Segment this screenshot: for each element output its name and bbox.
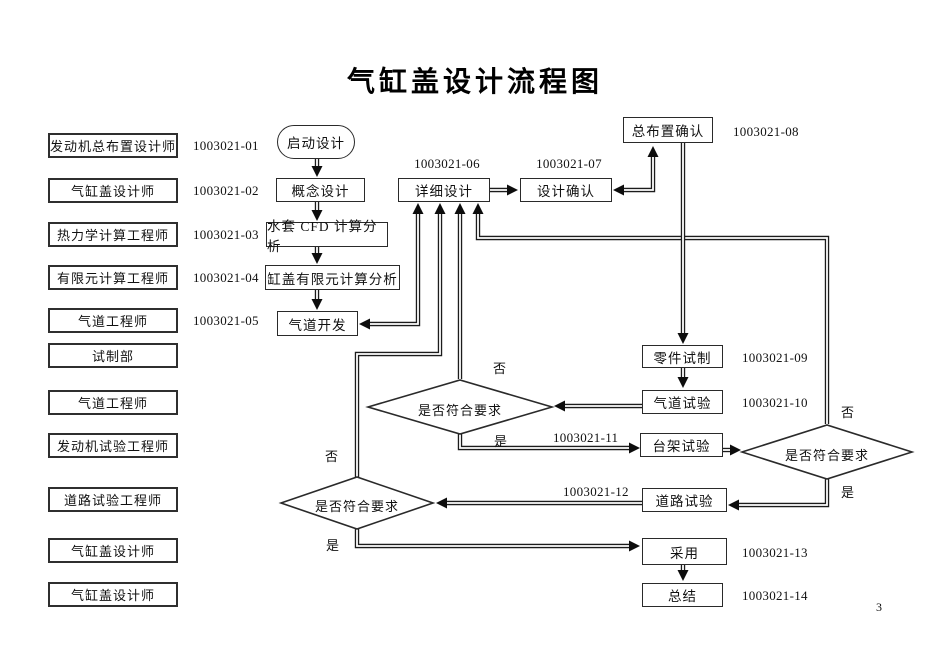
role-box: 气缸盖设计师 xyxy=(48,582,178,607)
page-number: 3 xyxy=(876,600,882,614)
role-box: 气缸盖设计师 xyxy=(48,178,178,203)
node-detailed-design: 详细设计 xyxy=(398,178,490,202)
port-decision-label: 是否符合要求 xyxy=(417,403,502,418)
code-road-test: 1003021-12 xyxy=(563,484,629,499)
connector-benchdecision-yes-to-roadtest xyxy=(738,479,830,508)
connector-benchdecision-yes-to-roadtest xyxy=(738,479,828,506)
node-summary: 总结 xyxy=(642,583,723,607)
role-box: 气缸盖设计师 xyxy=(48,538,178,563)
connector-portdev-detail xyxy=(368,213,419,325)
code-detailed-design: 1003021-06 xyxy=(414,156,480,171)
role-box: 有限元计算工程师 xyxy=(48,265,178,290)
port-no-label: 否 xyxy=(493,361,507,376)
bench-no-label: 否 xyxy=(841,405,855,420)
node-part-prototype: 零件试制 xyxy=(642,345,723,368)
connector-portdecision-yes-to-benchtest xyxy=(459,434,630,449)
connector-roaddecision-no-to-detail xyxy=(356,213,441,477)
node-concept-design: 概念设计 xyxy=(276,178,365,202)
node-start: 启动设计 xyxy=(277,125,355,159)
role-code: 1003021-02 xyxy=(193,182,259,198)
bench-decision-label: 是否符合要求 xyxy=(784,448,869,463)
role-code: 1003021-01 xyxy=(193,137,259,153)
bench-decision-diamond xyxy=(739,424,915,480)
node-port-test: 气道试验 xyxy=(642,390,723,414)
port-decision-diamond xyxy=(365,379,555,435)
connector-roaddecision-yes-to-adopt xyxy=(356,529,630,547)
role-box: 热力学计算工程师 xyxy=(48,222,178,247)
role-box: 道路试验工程师 xyxy=(48,487,178,512)
role-box: 气道工程师 xyxy=(48,308,178,333)
port-yes-label: 是 xyxy=(494,434,508,449)
role-code: 1003021-03 xyxy=(193,226,259,242)
node-road-test: 道路试验 xyxy=(642,488,727,512)
role-code: 1003021-04 xyxy=(193,269,259,285)
code-summary: 1003021-14 xyxy=(742,588,808,603)
road-decision-label: 是否符合要求 xyxy=(314,499,399,514)
node-design-confirm: 设计确认 xyxy=(520,178,612,202)
node-water-jacket-cfd: 水套 CFD 计算分析 xyxy=(266,219,388,254)
role-box: 试制部 xyxy=(48,343,178,368)
arrowheads xyxy=(311,146,741,581)
road-yes-label: 是 xyxy=(326,538,340,553)
role-box: 发动机总布置设计师 xyxy=(48,133,178,158)
connector-designconfirm-layoutconfirm xyxy=(624,153,654,191)
node-layout-confirm: 总布置确认 xyxy=(623,117,713,143)
connector-designconfirm-layoutconfirm xyxy=(624,153,656,193)
bench-yes-label: 是 xyxy=(841,485,855,500)
role-box: 发动机试验工程师 xyxy=(48,433,178,458)
node-port-development: 气道开发 xyxy=(277,311,358,336)
code-part-prototype: 1003021-09 xyxy=(742,350,808,365)
page-title: 气缸盖设计流程图 xyxy=(346,67,603,98)
node-bench-test: 台架试验 xyxy=(640,433,723,457)
role-code: 1003021-05 xyxy=(193,312,259,328)
role-box: 气道工程师 xyxy=(48,390,178,415)
road-decision-diamond xyxy=(278,476,436,530)
decision-shapes xyxy=(278,379,915,530)
code-design-confirm: 1003021-07 xyxy=(536,156,602,171)
connector-benchdecision-no-to-detail xyxy=(477,213,828,424)
node-adopt: 采用 xyxy=(642,538,727,565)
code-adopt: 1003021-13 xyxy=(742,545,808,560)
connector-roaddecision-yes-to-adopt xyxy=(354,529,630,549)
road-no-label: 否 xyxy=(325,449,339,464)
code-port-test: 1003021-10 xyxy=(742,395,808,410)
node-head-fea: 缸盖有限元计算分析 xyxy=(265,265,400,290)
code-bench-test: 1003021-11 xyxy=(553,430,619,445)
code-layout-confirm: 1003021-08 xyxy=(733,124,799,139)
